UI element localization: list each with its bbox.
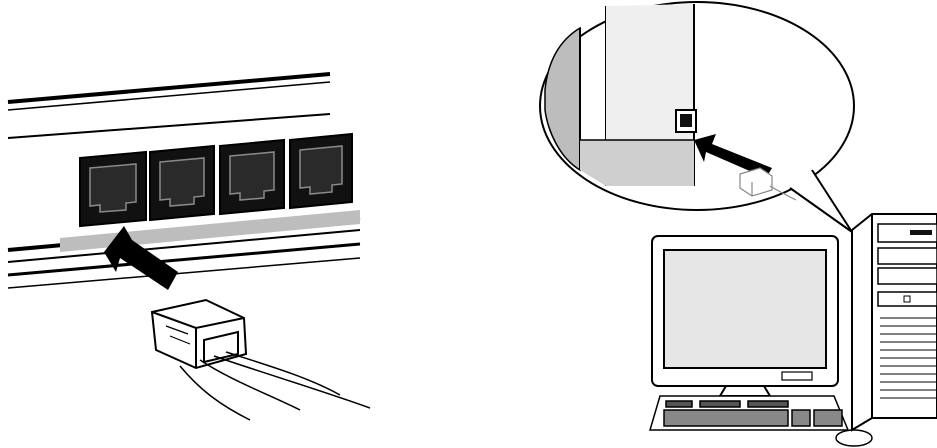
tower-case — [852, 214, 937, 430]
switch-port-svg — [0, 0, 420, 448]
switch-port-illustration — [0, 0, 420, 448]
rj45-port — [290, 134, 352, 208]
computer-port-svg — [520, 0, 937, 448]
monitor — [652, 236, 838, 396]
rj45-plug — [152, 300, 370, 420]
mouse — [836, 430, 872, 446]
zoom-callout — [540, 2, 854, 232]
rj45-port — [676, 110, 696, 132]
keyboard — [650, 396, 848, 430]
rj45-port — [150, 146, 214, 220]
rj45-port — [220, 140, 284, 214]
computer-port-illustration — [520, 0, 937, 448]
rj45-port — [80, 152, 146, 226]
